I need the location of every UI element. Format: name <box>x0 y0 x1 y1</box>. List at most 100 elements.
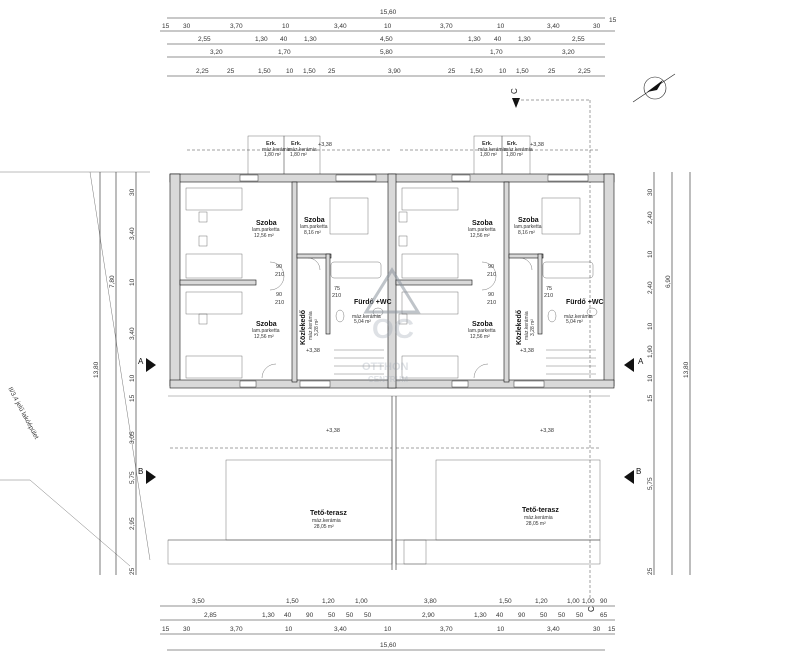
room-name: Közlekedő <box>516 310 523 345</box>
dim-label: 3,70 <box>230 23 243 30</box>
dim-label: 65 <box>600 612 608 619</box>
dim-label: 3,50 <box>192 598 205 605</box>
neighbour-boundary: II/3.4 jelű lakóépület <box>0 171 151 567</box>
room-area: 12,56 m² <box>470 334 490 340</box>
dim-label: 10 <box>647 374 654 382</box>
room-area: 8,16 m² <box>518 230 535 236</box>
top-dimension-chains: 15,60 15 30 3,70 10 3,40 10 3,70 10 3,40… <box>160 9 617 77</box>
dim-label: 1,30 <box>474 612 487 619</box>
room-name: Közlekedő <box>300 310 307 345</box>
door-width: 90 <box>488 292 494 298</box>
dim-label: 2,85 <box>204 612 217 619</box>
dim-label: 1,00 <box>582 598 595 605</box>
dim-label: 10 <box>647 322 654 330</box>
balcony-area: 1,80 m² <box>480 152 497 158</box>
dim-label: 50 <box>576 612 584 619</box>
dim-label: 10 <box>282 23 290 30</box>
level-mark: +3,38 <box>540 428 554 434</box>
room-name: Szoba <box>256 220 277 227</box>
room-name: Szoba <box>472 321 493 328</box>
section-c-bottom-label: C <box>587 606 596 612</box>
dim-label: 1,00 <box>567 598 580 605</box>
dim-label: 1,00 <box>355 598 368 605</box>
dim-label: 2,40 <box>647 211 654 224</box>
dim-label: 15 <box>129 394 136 402</box>
dim-label: 3,70 <box>440 626 453 633</box>
dim-label: 50 <box>364 612 372 619</box>
room-area: 3,28 m² <box>530 319 536 336</box>
dim-label: 30 <box>183 626 191 633</box>
dim-label: 3,40 <box>129 327 136 340</box>
staircase <box>334 349 596 375</box>
room-name: Szoba <box>256 321 277 328</box>
door-width: 90 <box>276 264 282 270</box>
dim-label: 3,20 <box>562 49 575 56</box>
dim-label: 2,25 <box>578 68 591 75</box>
room-area: 3,28 m² <box>314 319 320 336</box>
balcony-area: 1,80 m² <box>264 152 281 158</box>
dim-label: 40 <box>280 36 288 43</box>
dim-label: 50 <box>346 612 354 619</box>
dim-label: 3,40 <box>334 626 347 633</box>
bottom-dimension-chains: 3,50 1,50 1,20 1,00 3,80 1,50 1,20 1,00 … <box>160 598 616 651</box>
door-width: 75 <box>334 286 340 292</box>
dim-label: 2,55 <box>198 36 211 43</box>
room-finish: máz.kerámia <box>564 314 593 320</box>
door-width: 90 <box>488 264 494 270</box>
dim-label: 10 <box>286 68 294 75</box>
dim-label: 3,40 <box>547 626 560 633</box>
section-b-left-label: B <box>138 467 143 476</box>
dim-label: 1,30 <box>255 36 268 43</box>
watermark-line2: CENTRUM <box>368 375 408 384</box>
door-width: 90 <box>276 292 282 298</box>
dim-label: 1,50 <box>303 68 316 75</box>
dim-label: 30 <box>593 626 601 633</box>
dim-label: 25 <box>227 68 235 75</box>
dim-label: 2,95 <box>129 517 136 530</box>
watermark-logo: OC <box>372 313 414 344</box>
room-finish: máz.kerámia <box>352 314 381 320</box>
dim-label: 1,70 <box>278 49 291 56</box>
dim-label: 15 <box>609 17 617 24</box>
dim-label: 10 <box>384 626 392 633</box>
dim-label: 10 <box>497 23 505 30</box>
door-width: 75 <box>546 286 552 292</box>
dim-label: 3,40 <box>129 227 136 240</box>
section-markers: A A B B <box>138 357 644 484</box>
side-building-label: II/3.4 jelű lakóépület <box>6 386 39 441</box>
door-height: 210 <box>275 300 284 306</box>
level-mark: +3,38 <box>318 142 332 148</box>
dim-label: 50 <box>540 612 548 619</box>
dim-label: 3,70 <box>230 626 243 633</box>
room-finish: lam.parketta <box>300 224 328 230</box>
balcony-name: Erk. <box>291 141 302 147</box>
dim-label: 7,80 <box>109 275 116 288</box>
dim-label: 90 <box>306 612 314 619</box>
dim-label: 2,55 <box>572 36 585 43</box>
dim-label: 10 <box>384 23 392 30</box>
room-area: 5,04 m² <box>354 319 371 325</box>
dim-label: 3,20 <box>210 49 223 56</box>
dim-label: 5,75 <box>647 477 654 490</box>
dim-label: 3,70 <box>440 23 453 30</box>
dim-label: 1,50 <box>286 598 299 605</box>
dim-label: 25 <box>548 68 556 75</box>
dim-label: 10 <box>499 68 507 75</box>
dim-label: 10 <box>129 374 136 382</box>
balconies: Erk. máz.kerámia 1,80 m² Erk. máz.kerámi… <box>187 135 600 177</box>
right-dimension-chains: 30 2,40 10 2,40 10 1,90 10 15 5,75 25 6,… <box>647 172 691 575</box>
balcony-finish: máz.kerámia <box>262 147 291 153</box>
dim-label: 13,80 <box>683 361 690 378</box>
dim-label: 1,20 <box>535 598 548 605</box>
dim-label: 2,40 <box>647 281 654 294</box>
dim-label: 1,30 <box>304 36 317 43</box>
door-height: 210 <box>275 272 284 278</box>
dim-label: 3,90 <box>388 68 401 75</box>
dim-label: 1,20 <box>322 598 335 605</box>
dim-label: 30 <box>647 188 654 196</box>
top-overall-dim: 15,60 <box>380 9 397 16</box>
room-area: 12,56 m² <box>254 334 274 340</box>
room-name: Szoba <box>518 217 539 224</box>
level-mark: +3,38 <box>306 348 320 354</box>
